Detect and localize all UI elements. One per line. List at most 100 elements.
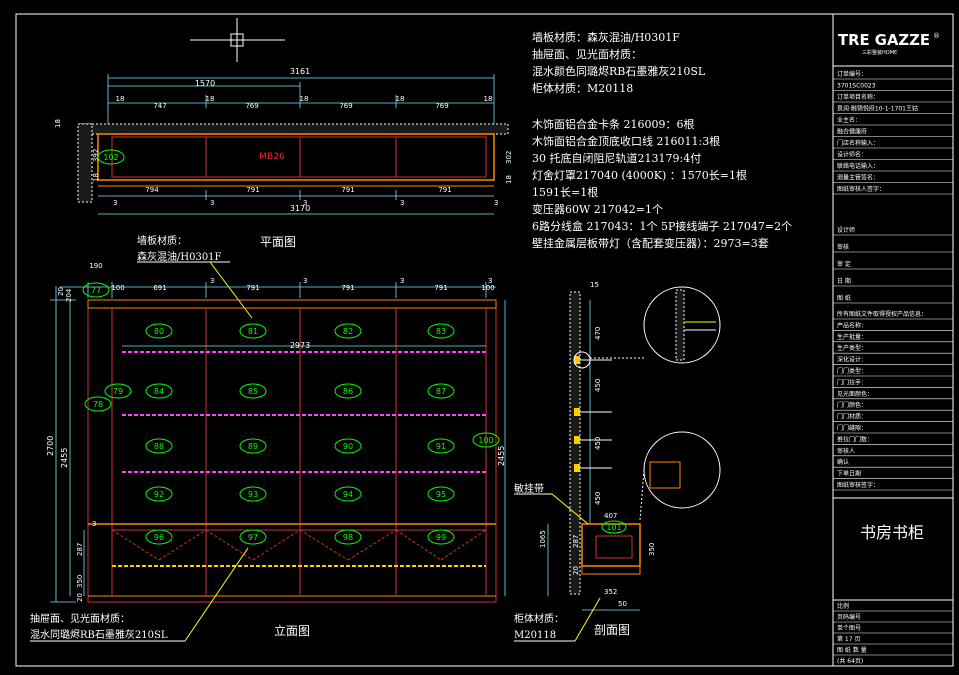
elev-tag-r4-c2	[239, 486, 267, 502]
elev-tag-r5-c3-label: 98	[343, 533, 353, 542]
section-strip-label: 敏挂带	[514, 482, 544, 495]
elev-left-350: 350	[76, 575, 84, 588]
tb-mid-row-4: 日 期	[837, 277, 851, 285]
tb-foot-row-3: 单个图号	[837, 624, 861, 632]
note-body: 柜体材质：M20118	[532, 81, 633, 95]
elev-drawer-note-2: 混水同璐烬RB石墨雅灰210SL	[30, 628, 168, 641]
elev-left-20b: 20	[76, 593, 84, 602]
elev-left-20: 20	[57, 287, 65, 296]
titleblock-top-rows: 订单编号：3701SC0023订单项目名称：泉润·融锦悦府10-1-1701王姑…	[833, 70, 953, 195]
elev-tag-left-a	[104, 383, 132, 399]
section-shelves	[574, 356, 612, 472]
elev-tag-r4-c2-label: 93	[248, 490, 258, 499]
tb-mid-row-3: 审 定	[837, 260, 851, 268]
tb-foot-row-6: (共 64页)	[837, 657, 863, 665]
tb-foot-row-1: 比例	[837, 602, 849, 610]
note-wall: 墙板材质：森灰混油/H0301F	[532, 30, 680, 44]
shelf-lights	[112, 351, 486, 567]
elev-tag-top-left	[82, 282, 110, 298]
elev-dim-100a: 100	[111, 284, 124, 292]
plan-dim-b: 747	[153, 102, 166, 110]
hardware-list: 木饰面铝合金卡条 216009：6根 木饰面铝合金顶底收口线 216011:3根…	[532, 117, 792, 250]
plan-dim-total: 3161	[290, 67, 310, 76]
tb-top-row-8: 设计师名：	[837, 151, 867, 159]
elev-tag-r5-c1	[145, 529, 173, 545]
tb-top-row-4: 泉润·融锦悦府10-1-1701王姑	[837, 105, 918, 113]
section-dim-450c: 450	[594, 492, 602, 505]
plan-dim-a: 18	[116, 95, 125, 103]
elev-title: 立面图	[274, 623, 310, 638]
elev-tag-r5-c4-label: 99	[436, 533, 446, 542]
material-notes: 墙板材质：森灰混油/H0301F 抽屉面、见光面材质： 混水颜色同璐烬RB石墨雅…	[532, 30, 706, 95]
plan-dim-h: 769	[435, 102, 448, 110]
plan-left-18b: 18	[92, 173, 100, 182]
elev-dim-791b: 791	[341, 284, 354, 292]
elev-tag-r5-c3	[334, 529, 362, 545]
plan-dim-g: 18	[396, 95, 405, 103]
section-dim-15: 15	[590, 281, 599, 289]
tb-top-row-9: 联络电话输入：	[837, 162, 879, 170]
elev-num-d: 3	[488, 277, 492, 285]
tb-low-row-16: 图纸审核签字：	[837, 481, 879, 489]
tb-top-row-10: 测量主管签名：	[837, 174, 879, 182]
elev-tag-r3-c1	[145, 438, 173, 454]
elevation-view: 墙板材质： 森灰混油/H0301F	[30, 234, 506, 642]
plan-cabinet-inner	[111, 136, 487, 178]
elev-tag-r2-c1-label: 84	[154, 387, 164, 396]
elev-tag-r4-c1-label: 92	[154, 490, 164, 499]
tb-mid-row-5: 图 纸	[837, 294, 851, 302]
elev-tag-r1-c2-label: 81	[248, 327, 258, 336]
note-drawer: 抽屉面、见光面材质：	[532, 47, 642, 61]
plan-wall-left	[77, 123, 93, 203]
tb-low-row-4: 生产类型：	[837, 344, 867, 352]
section-dim-407: 407	[604, 512, 617, 520]
section-tag	[601, 520, 627, 534]
elev-tag-r2-c2	[239, 383, 267, 399]
drawer-leader	[184, 547, 249, 642]
plan-bottom-dim-3: 791	[341, 186, 354, 194]
elev-tag-r5-c2-label: 97	[248, 533, 258, 542]
tb-foot-row-2: 页码编号	[837, 613, 861, 621]
elev-dim-190: 190	[89, 262, 102, 270]
section-dim-50: 50	[618, 600, 627, 608]
elev-tag-r2-c4-label: 87	[436, 387, 446, 396]
plan-wall	[79, 123, 509, 135]
elev-tag-r1-c2	[239, 323, 267, 339]
section-dim-20: 20	[572, 566, 580, 575]
elev-inner-width: 2973	[290, 341, 310, 350]
section-title: 剖面图	[594, 623, 630, 637]
elev-tag-r5-c4	[427, 529, 455, 545]
elev-tag-right-label: 100	[478, 436, 493, 445]
section-dim-450b: 450	[594, 437, 602, 450]
elev-tag-r2-c3	[334, 383, 362, 399]
elev-left-2455: 2455	[60, 448, 69, 468]
plan-tag	[97, 149, 125, 165]
detail-circle-top	[643, 286, 721, 364]
plan-left-392: 392	[92, 149, 100, 162]
tb-foot-row-5: 图 纸 数 量	[837, 646, 867, 654]
tb-top-row-3: 订单项目名称：	[837, 93, 879, 101]
plan-tag-label: 102	[103, 153, 118, 162]
elev-tag-r5-c2	[239, 529, 267, 545]
plan-dim-e: 18	[300, 95, 309, 103]
plan-num-a: 3	[113, 199, 117, 207]
elev-wall-note-2: 森灰混油/H0301F	[137, 250, 222, 263]
elev-tag-r1-c3-label: 82	[343, 327, 353, 336]
tb-mid-row-1: 设计师	[837, 226, 855, 234]
plan-right-18: 18	[505, 175, 513, 184]
section-body-note-2: M20118	[514, 630, 556, 641]
tb-foot-row-4: 第 17 页	[837, 635, 860, 643]
hw-4: 灯舍灯罩217040 (4000K) ：1570长=1根	[532, 168, 747, 182]
tb-low-row-1: 所有图纸文件取得授权产品信息：	[837, 310, 927, 318]
plan-cabinet	[97, 133, 495, 181]
brand-logo: TRE GAZZE	[838, 31, 930, 49]
elev-tag-r4-c3	[334, 486, 362, 502]
tb-top-row-2: 3701SC0023	[837, 83, 876, 90]
hw-7: 6路分线盒 217043：1个 5P接线端子 217047=2个	[532, 219, 792, 233]
elev-tag-r3-c1-label: 88	[154, 442, 164, 451]
elev-left-2700: 2700	[46, 436, 55, 456]
elev-tag-r3-c4	[427, 438, 455, 454]
plan-title: 平面图	[260, 235, 296, 249]
